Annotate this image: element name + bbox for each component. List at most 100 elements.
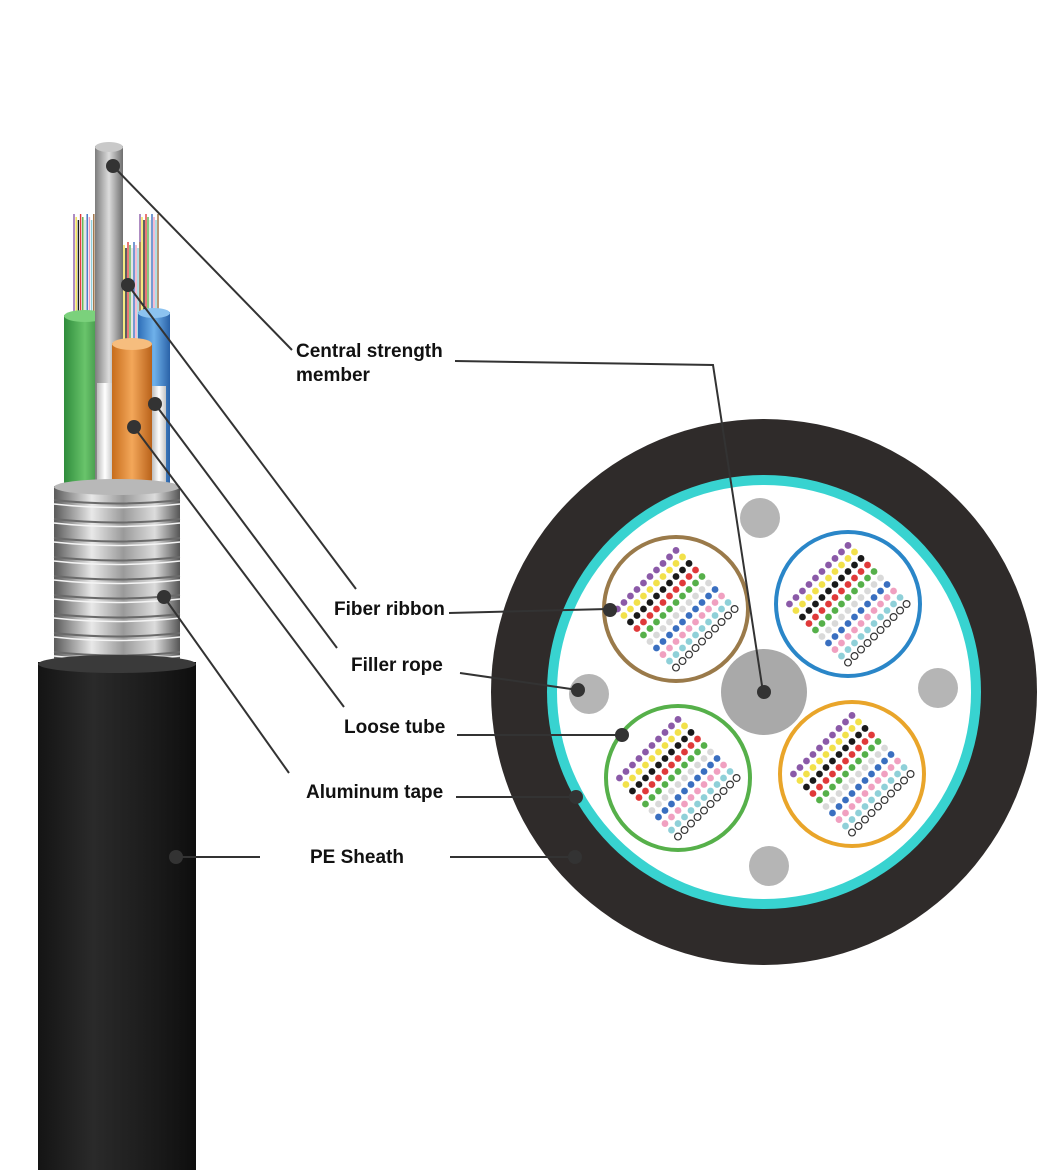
- fiber-dot: [842, 809, 849, 817]
- fiber-dot: [655, 748, 662, 756]
- fiber-dot: [707, 774, 714, 782]
- cross-loose-tubes: [602, 530, 926, 852]
- fiber-dot: [829, 757, 836, 765]
- label-loose-tube: Loose tube: [344, 717, 446, 738]
- fiber-dot: [692, 618, 699, 626]
- fiber-dot: [844, 581, 852, 588]
- fiber-dot: [838, 561, 845, 569]
- fiber-dot: [694, 761, 701, 769]
- fiber-dot: [844, 633, 852, 640]
- fiber-dot: [659, 625, 667, 632]
- fiber-dot: [713, 781, 721, 788]
- fiber-dot: [855, 770, 862, 778]
- fiber-dot: [829, 770, 836, 778]
- fiber-dot: [835, 777, 843, 784]
- fiber-dot: [822, 751, 830, 758]
- label-aluminum-tape: Aluminum tape: [306, 782, 444, 803]
- fiber-dot: [857, 645, 866, 654]
- fiber-dot: [870, 594, 878, 601]
- fiber-dot: [851, 613, 858, 621]
- fiber-dot: [719, 787, 728, 796]
- fiber-dot: [868, 744, 875, 752]
- aluminum-tape-ridge: [53, 518, 181, 524]
- fiber-dot: [694, 787, 701, 795]
- fiber-dot: [857, 594, 865, 601]
- fiber-dot: [803, 783, 810, 791]
- fiber-dot: [668, 735, 675, 743]
- fiber-dot: [659, 560, 667, 567]
- loose-tube-wall: [778, 700, 926, 848]
- fiber-dot: [848, 816, 856, 823]
- side-loose-tube-orange: [112, 343, 152, 490]
- fiber-dot: [687, 768, 695, 775]
- side-pe-sheath-top: [38, 655, 196, 673]
- fiber-dot: [648, 742, 656, 749]
- fiber-dot: [718, 592, 725, 600]
- fiber-dot: [672, 625, 680, 632]
- fiber-dot: [666, 605, 673, 613]
- fiber-dot: [805, 581, 813, 588]
- fiber-dot: [861, 764, 869, 771]
- fiber-dot: [642, 800, 649, 808]
- label-central-strength-member: Central strength member: [296, 341, 443, 386]
- fiber-dot: [711, 599, 719, 606]
- fiber-dot: [705, 618, 712, 626]
- fiber-dot: [730, 604, 739, 613]
- fiber-dot: [838, 613, 845, 621]
- fiber-dot: [842, 731, 849, 739]
- fiber-dot: [685, 612, 693, 619]
- fiber-dot: [674, 716, 682, 723]
- fiber-dot: [805, 607, 813, 614]
- fiber-dot: [622, 768, 630, 775]
- fiber-dot: [887, 751, 895, 758]
- fiber-dot: [646, 625, 654, 632]
- fiber-dot: [818, 568, 826, 575]
- fiber-dot: [718, 605, 725, 613]
- fiber-dot: [640, 592, 647, 600]
- fiber-dot: [900, 764, 908, 771]
- fiber-dot: [700, 742, 708, 749]
- fiber-dot: [698, 625, 706, 632]
- fiber-dot: [674, 794, 682, 801]
- fiber-dot: [887, 764, 895, 771]
- fiber-dot: [831, 568, 839, 575]
- fiber-dot: [825, 574, 832, 582]
- fiber-dot: [803, 757, 810, 765]
- fiber-dot: [874, 802, 883, 811]
- cross-filler-rope-top: [740, 498, 780, 538]
- fiber-dot: [890, 587, 897, 595]
- fiber-dot: [868, 783, 875, 791]
- fiber-dot: [864, 613, 871, 621]
- fiber-dot: [681, 722, 688, 730]
- fiber-dot: [864, 600, 871, 608]
- marker-fiber-ribbon-cross: [603, 603, 617, 617]
- fiber-dot: [640, 579, 647, 587]
- aluminum-tape-highlight: [53, 522, 181, 528]
- fiber-dot: [679, 592, 686, 600]
- fiber-dot: [848, 725, 856, 732]
- fiber-dot: [674, 768, 682, 775]
- fiber-dot: [822, 777, 830, 784]
- fiber-dot: [640, 618, 647, 626]
- fiber-dot: [694, 774, 701, 782]
- fiber-dot: [681, 735, 688, 743]
- marker-central-strength-member-cross: [757, 685, 771, 699]
- fiber-dot: [732, 773, 741, 782]
- fiber-dot: [629, 787, 636, 795]
- fiber-dot: [896, 594, 904, 601]
- fiber-dot: [627, 605, 634, 613]
- fiber-dot: [659, 638, 667, 645]
- fiber-dot: [635, 781, 643, 788]
- fiber-dot: [687, 807, 695, 814]
- fiber-dot: [818, 581, 826, 588]
- fiber-dot: [818, 620, 826, 627]
- fiber-dot: [668, 722, 675, 730]
- fiber-dot: [877, 613, 884, 621]
- fiber-dot: [672, 612, 680, 619]
- fiber-dot: [704, 631, 713, 640]
- fiber-dot: [717, 618, 726, 627]
- loose-tube-wall: [604, 704, 752, 852]
- fiber-dot: [685, 638, 693, 645]
- marker-central-strength-member-side: [106, 159, 120, 173]
